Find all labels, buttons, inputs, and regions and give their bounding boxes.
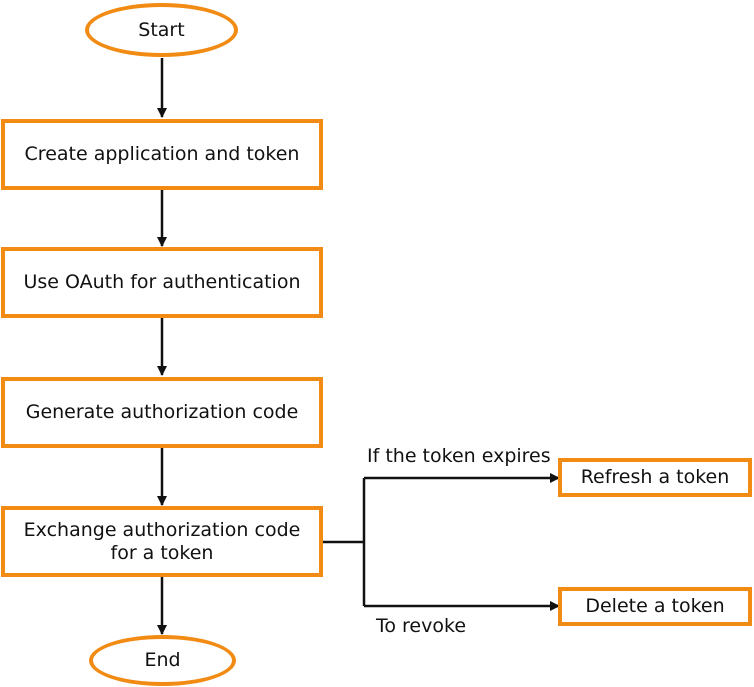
create-application-node: Create application and token: [1, 119, 323, 190]
generate-code-node: Generate authorization code: [1, 377, 323, 448]
end-label: End: [144, 649, 181, 671]
edge-label-revoke: To revoke: [376, 615, 467, 637]
use-oauth-label: Use OAuth for authentication: [23, 271, 301, 293]
generate-code-label: Generate authorization code: [25, 401, 299, 423]
end-node: End: [89, 635, 236, 686]
refresh-token-label: Refresh a token: [580, 466, 730, 488]
exchange-code-node: Exchange authorization code for a token: [1, 506, 323, 577]
edge-label-token-expires: If the token expires: [367, 445, 551, 467]
delete-token-node: Delete a token: [558, 587, 752, 626]
exchange-code-label: Exchange authorization code for a token: [23, 518, 301, 564]
delete-token-label: Delete a token: [585, 595, 725, 617]
start-node: Start: [85, 3, 238, 57]
refresh-token-node: Refresh a token: [558, 458, 752, 497]
create-application-label: Create application and token: [24, 143, 300, 165]
use-oauth-node: Use OAuth for authentication: [1, 247, 323, 318]
start-label: Start: [138, 18, 185, 41]
